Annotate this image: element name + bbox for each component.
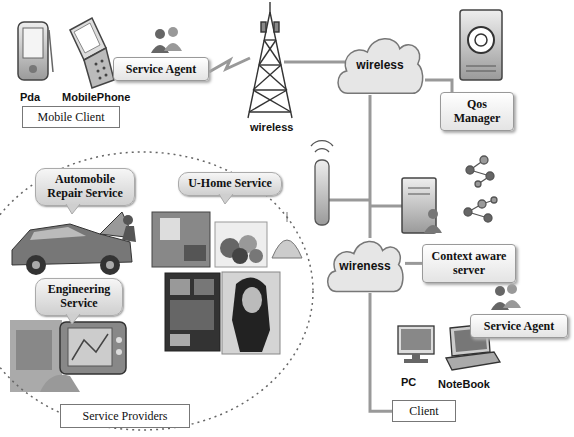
device-label: MobilePhone	[62, 91, 130, 103]
callout-tail-shape	[219, 194, 233, 204]
people-icon	[491, 284, 521, 310]
client-group-box: Mobile Client	[22, 106, 120, 128]
callout-tail	[219, 194, 235, 204]
node-text: U-Home Service	[185, 177, 275, 191]
network-link	[405, 262, 422, 265]
u-home-photos	[152, 212, 302, 354]
engineering-photo	[10, 320, 126, 392]
cloud-shape	[328, 242, 403, 292]
radio-tower	[248, 2, 292, 118]
network-link	[370, 293, 392, 411]
node-text: wireness	[339, 259, 390, 273]
node-text: Service Agent	[475, 319, 563, 333]
pc-icon	[398, 326, 434, 363]
callout-tail-shape	[66, 204, 80, 214]
people-icon	[151, 27, 182, 53]
provider-region: Service Providers Automobile Repair Servi…	[0, 150, 315, 432]
device-label: Pda	[20, 91, 40, 103]
service-callout: Automobile Repair Service	[35, 168, 135, 206]
node-text: Client	[397, 404, 451, 418]
node-text: Context aware server	[427, 249, 511, 278]
callout-tail	[66, 204, 82, 214]
service-callout: Engineering Service	[35, 278, 123, 316]
cloud-shape	[338, 39, 423, 93]
network-cloud: wireless	[335, 35, 425, 95]
node-text: wireless	[356, 58, 403, 72]
network-link	[425, 80, 452, 92]
agent-box: Service Agent	[113, 57, 209, 81]
device-label: PC	[401, 376, 416, 388]
node-text: Engineering Service	[42, 283, 116, 311]
antenna-icon	[311, 141, 370, 225]
pda-icon	[18, 22, 53, 80]
server-label-box: Context aware server	[422, 244, 516, 283]
server-label-box: Qos Manager	[440, 92, 514, 131]
device-label: NoteBook	[438, 378, 490, 390]
molecule-icon	[464, 156, 497, 222]
node-text: Mobile Client	[27, 110, 115, 124]
agent-box: Service Agent	[470, 314, 568, 338]
callout-tail	[66, 314, 82, 324]
node-text: Service Providers	[65, 409, 185, 423]
network-cloud: wireness	[325, 238, 405, 293]
region-ellipse	[0, 152, 313, 430]
wireless-link-bolt	[209, 58, 250, 72]
network-link	[369, 95, 372, 238]
node-text: Automobile Repair Service	[42, 173, 128, 201]
service-callout: U-Home Service	[178, 172, 282, 196]
client-group-box: Client	[392, 400, 456, 422]
node-text: Qos Manager	[445, 97, 509, 126]
context-server-icon	[370, 178, 442, 233]
tower-label: wireless	[250, 121, 293, 133]
qos-server-icon	[460, 10, 502, 80]
region-title-box: Service Providers	[60, 404, 190, 428]
callout-tail-shape	[66, 314, 80, 324]
node-text: Service Agent	[118, 62, 204, 76]
tower-link	[284, 61, 345, 64]
mobile-phone-icon	[70, 18, 114, 88]
car-repair-photo	[12, 212, 136, 275]
